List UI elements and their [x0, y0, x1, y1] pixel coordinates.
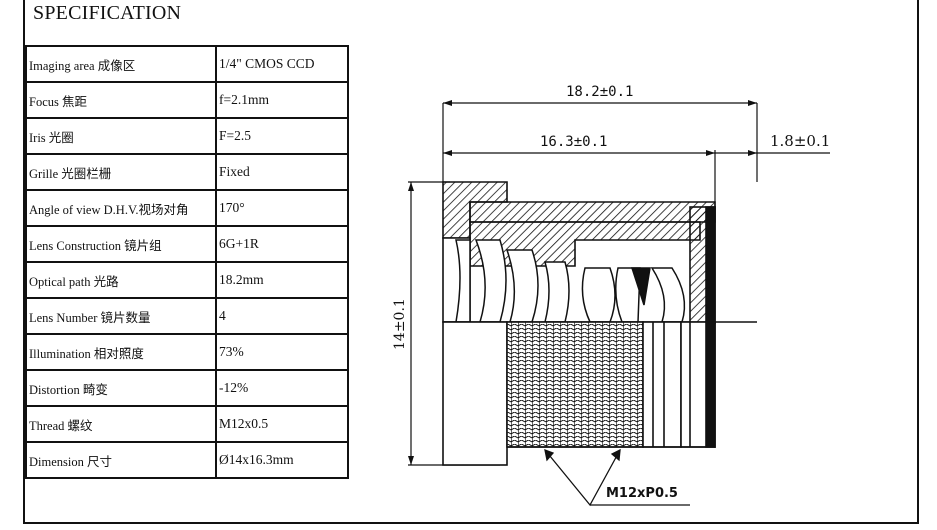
spec-value: 1/4" CMOS CCD: [215, 45, 349, 83]
spec-value: -12%: [215, 369, 349, 407]
spec-value: f=2.1mm: [215, 81, 349, 119]
spec-value: 6G+1R: [215, 225, 349, 263]
spec-label: Optical path 光路: [25, 261, 217, 299]
thread-label: M12xP0.5: [606, 486, 678, 501]
spec-value: 170°: [215, 189, 349, 227]
spec-label: Angle of view D.H.V.视场对角: [25, 189, 217, 227]
spec-label: Iris 光圈: [25, 117, 217, 155]
dimension-flange: 1.8±0.1: [715, 132, 830, 156]
spec-row: Distortion 畸变-12%: [25, 369, 349, 407]
spec-label: Imaging area 成像区: [25, 45, 217, 83]
spec-label: Lens Construction 镜片组: [25, 225, 217, 263]
spec-label: Lens Number 镜片数量: [25, 297, 217, 335]
spec-value: 4: [215, 297, 349, 335]
dim-body-length-label: 16.3±0.1: [540, 134, 607, 150]
dim-flange-label: 1.8±0.1: [770, 132, 830, 150]
spec-label: Grille 光圈栏栅: [25, 153, 217, 191]
dimension-total-length: 18.2±0.1: [443, 84, 757, 106]
spec-value: 18.2mm: [215, 261, 349, 299]
lens-elements: [455, 239, 686, 323]
spec-value: Ø14x16.3mm: [215, 441, 349, 479]
spec-label: Thread 螺纹: [25, 405, 217, 443]
lens-body-exterior: [442, 321, 716, 466]
page-frame: [23, 0, 919, 524]
spec-label: Focus 焦距: [25, 81, 217, 119]
spec-value: 73%: [215, 333, 349, 371]
thread-leader: [544, 448, 690, 507]
spec-label: Illumination 相对照度: [25, 333, 217, 371]
spec-label: Distortion 畸变: [25, 369, 217, 407]
dimension-body-length: 16.3±0.1: [443, 134, 715, 156]
dim-diameter-label: 14±0.1: [392, 298, 408, 350]
spec-value: Fixed: [215, 153, 349, 191]
dim-total-length-label: 18.2±0.1: [566, 84, 633, 100]
page-title: SPECIFICATION: [33, 2, 182, 24]
spec-label: Dimension 尺寸: [25, 441, 217, 479]
spec-value: M12x0.5: [215, 405, 349, 443]
dimension-diameter: 14±0.1: [392, 182, 414, 465]
spec-value: F=2.5: [215, 117, 349, 155]
